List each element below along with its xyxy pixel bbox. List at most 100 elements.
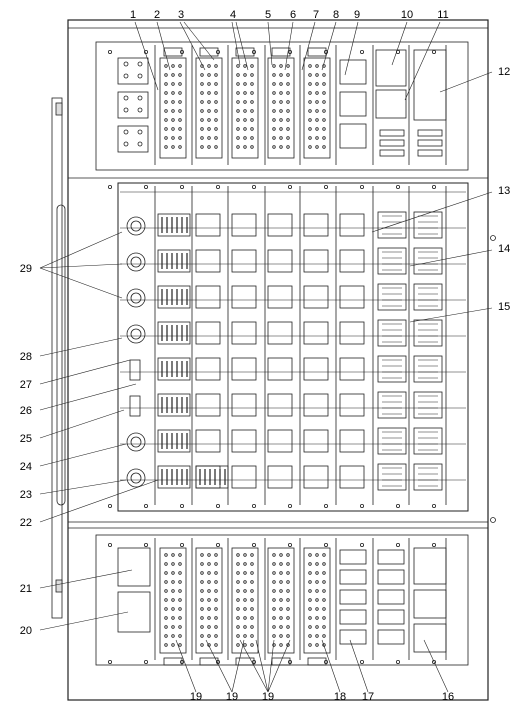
connector-pin [322, 118, 326, 122]
connector-pin [315, 616, 319, 620]
connector-pin [250, 580, 254, 584]
callout-leader [344, 21, 359, 76]
callout-label: 8 [333, 9, 339, 21]
callout-leader [284, 21, 294, 71]
connector-tab [271, 657, 291, 666]
connector-pin [178, 109, 182, 113]
connector-pin [200, 562, 204, 566]
callout-label: 14 [498, 243, 510, 255]
connector-pin [272, 589, 276, 593]
connector-pin [243, 562, 247, 566]
callout-label: 5 [265, 9, 271, 21]
connector-pin [200, 145, 204, 149]
connector-pin [308, 109, 312, 113]
connector-pin [250, 145, 254, 149]
circuit-breaker [126, 252, 146, 272]
connector-pin [243, 625, 247, 629]
connector-pin [315, 589, 319, 593]
connector-pin [250, 598, 254, 602]
connector-pin [214, 589, 218, 593]
connector-pin [279, 100, 283, 104]
mount-screw [108, 660, 113, 665]
connector-pin [236, 589, 240, 593]
connector-pin [315, 91, 319, 95]
terminal-box [377, 549, 405, 565]
mount-screw [108, 543, 113, 548]
connector-pin [286, 634, 290, 638]
connector-pin [137, 107, 143, 113]
connector-pin [243, 580, 247, 584]
connector-pin [315, 82, 319, 86]
connector-pin [236, 580, 240, 584]
connector-pin [286, 73, 290, 77]
terminal-box [339, 91, 367, 117]
fuse-holder [379, 139, 405, 147]
connector-pin [286, 625, 290, 629]
module-box [267, 393, 293, 417]
connector-pin [171, 643, 175, 647]
connector-pin [250, 91, 254, 95]
connector-pin [250, 562, 254, 566]
terminal-box [339, 629, 367, 645]
connector-pin [214, 625, 218, 629]
connector-pin [286, 589, 290, 593]
connector-pin [308, 118, 312, 122]
connector-pin [178, 562, 182, 566]
connector-pin [322, 553, 326, 557]
connector-pin [315, 562, 319, 566]
connector-pin [171, 598, 175, 602]
connector-pin [308, 607, 312, 611]
connector-pin [308, 136, 312, 140]
connector-pin [164, 127, 168, 131]
multipin-connector [267, 547, 295, 654]
connector-pin [250, 64, 254, 68]
connector-pin [315, 643, 319, 647]
connector-pin [178, 64, 182, 68]
connector-pin [214, 73, 218, 77]
multipin-connector [303, 57, 331, 159]
fuse-holder [417, 149, 443, 157]
connector-pin [123, 61, 129, 67]
connector-pin [272, 634, 276, 638]
connector-pin [200, 598, 204, 602]
fuse-block [413, 547, 447, 585]
connector-pin [308, 616, 312, 620]
module-box [195, 321, 221, 345]
connector-pin [171, 625, 175, 629]
connector-pin [272, 73, 276, 77]
connector-pin [200, 616, 204, 620]
connector-pin [178, 589, 182, 593]
connector-pin [214, 634, 218, 638]
connector-pin [207, 82, 211, 86]
module-box [267, 285, 293, 309]
connector-pin [250, 589, 254, 593]
module-box [231, 429, 257, 453]
connector-pin [236, 145, 240, 149]
callout-leader [39, 443, 127, 467]
connector-pin [178, 73, 182, 77]
connector-pin [207, 64, 211, 68]
connector-pin [272, 118, 276, 122]
connector-pin [286, 118, 290, 122]
mount-screw [108, 50, 113, 55]
callout-leader [409, 307, 493, 323]
callout-leader [231, 639, 245, 693]
connector-pin [286, 100, 290, 104]
connector-pin [286, 64, 290, 68]
connector-pin [286, 109, 290, 113]
rail-latch [55, 579, 63, 593]
connector-pin [243, 136, 247, 140]
connector-pin [279, 82, 283, 86]
connector-pin [243, 643, 247, 647]
callout-label: 28 [20, 351, 32, 363]
connector-pin [236, 598, 240, 602]
connector-pin [236, 562, 240, 566]
terminal-strip [157, 249, 191, 273]
module-box [303, 285, 329, 309]
mount-screw [143, 184, 148, 189]
module-box [231, 393, 257, 417]
callout-leader [39, 337, 123, 357]
connector-pin [322, 127, 326, 131]
mount-screw [143, 543, 148, 548]
mount-screw [251, 543, 256, 548]
